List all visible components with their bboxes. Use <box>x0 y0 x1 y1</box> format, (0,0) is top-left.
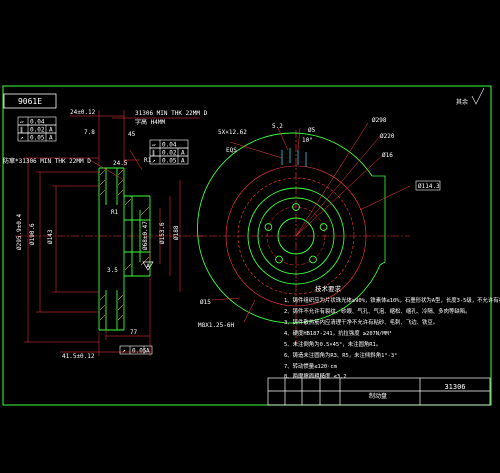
vent-marks <box>281 148 307 167</box>
gdt-frame-bottom <box>119 345 153 355</box>
hat-mid <box>257 197 335 275</box>
gdt-left-sym-2: ∥ <box>20 127 23 134</box>
hat-outer <box>247 187 345 285</box>
gdt-bottom-sym: ↗ <box>122 348 126 355</box>
front-view: 5X×12.62 EQS 5.2 Ø5 10° Ø298 Ø220 Ø16 Ø1… <box>195 87 485 345</box>
dim-diameter-5: Ø5 <box>308 127 316 134</box>
dim-diameter-190: Ø190.6 <box>29 223 36 245</box>
bolt-circle <box>266 206 326 266</box>
drawing-frame <box>2 85 492 406</box>
hub-bore <box>277 217 315 255</box>
gdt-mid-val-3: 0.05 <box>162 158 177 165</box>
gdt-frame-mid <box>149 139 189 165</box>
gdt-left-val-3: 0.05 <box>30 135 45 142</box>
dim-77: 77 <box>130 329 138 336</box>
dim-diameter-68: Ø68±0.47 <box>142 221 149 250</box>
tech-item-7: 7、转动惯量≤120·cm <box>284 362 337 370</box>
dim-10-deg: 10° <box>302 137 313 144</box>
dim-114-box: Ø114.3 <box>415 180 441 191</box>
title-block <box>267 377 491 406</box>
ring-190 <box>237 177 355 295</box>
gdt-left-ref-2: A <box>49 127 53 134</box>
part-number-label: 9061E <box>3 93 57 109</box>
gdt-bottom-val: 0.05 <box>132 348 147 355</box>
gdt-mid-sym-3: ↗ <box>152 158 156 165</box>
roughness-symbol <box>471 87 485 105</box>
dim-angle: 7.8 <box>84 129 95 136</box>
dim-bottom-width: 41.5±0.12 <box>62 353 95 360</box>
tech-item-4: 4、硬度HB187-241，抗拉强度 ≥207N/MM² <box>284 329 392 337</box>
datum-a-label: A <box>146 263 150 270</box>
tech-title: 技术要求 <box>315 284 342 293</box>
tech-item-8: 8、两摩擦面粗糙度 ≤3.2 <box>284 372 347 380</box>
min-thk-left: 防窜*31306 MIN THK 22MM D <box>3 157 91 165</box>
min-thk-top: 31306 MIN THK 22MM D <box>135 110 208 117</box>
gdt-mid-sym-1: ▱ <box>152 142 156 149</box>
ring-220 <box>225 165 367 307</box>
friction-ring-outline <box>98 167 151 331</box>
gdt-mid-val-2: 0.02 <box>162 150 177 157</box>
gdt-mid-ref-2: A <box>181 150 185 157</box>
disc-outer-arc <box>197 132 381 324</box>
section-dimension-lines <box>24 110 200 356</box>
dim-outer-diameter: Ø295.9±0.4 <box>16 213 23 250</box>
dim-r1-b: R1 <box>111 209 119 216</box>
dim-diameter-143: Ø143 <box>47 229 54 244</box>
dim-diameter-153: Ø153.6 <box>159 222 166 244</box>
tech-item-6: 6、铸造未注圆角为R3、R5，未注倾斜角1°-3° <box>284 351 397 359</box>
tech-requirements: 技术要求 1、铸件组织应为片状珠光体≥90%，铁素体≤10%，石墨形状为A型，长… <box>284 284 500 380</box>
section-view: A Ø295.9±0.4 Ø190.6 Ø143 Ø68±0.47 Ø153.6… <box>3 109 208 360</box>
title-block-name: 制动盘 <box>369 392 387 400</box>
dim-diameter-196: Ø16 <box>382 152 393 159</box>
gdt-left-val-1: 0.04 <box>30 119 45 126</box>
dim-diameter-220: Ø220 <box>380 133 395 140</box>
tech-item-3: 3、铸件散热筋内应清理干净不允许有粘砂、毛刺、飞边、铁豆。 <box>284 318 438 326</box>
front-leaders <box>211 122 411 323</box>
tech-item-5: 5、未注倒角为0.5×45°，未注圆角R1。 <box>284 340 381 348</box>
disc-cutaway <box>372 175 386 266</box>
part-number-box-text: 9061E <box>18 97 42 106</box>
min-thk-sub: 字高 H4MM <box>135 118 165 126</box>
section-hatch <box>99 169 150 321</box>
gdt-left-sym-3: ↗ <box>20 135 24 142</box>
gdt-frame-left <box>17 116 57 142</box>
dim-top-width: 24±0.12 <box>70 109 96 116</box>
dim-r1: R1 <box>144 157 152 164</box>
roughness-label: 其余 <box>456 98 468 106</box>
bolt-holes <box>264 203 328 264</box>
dim-24-5: 24.5 <box>113 160 128 167</box>
gdt-left-ref-3: A <box>49 135 53 142</box>
dim-diameter-298: Ø298 <box>372 117 387 124</box>
datum-a-symbol: A <box>142 261 154 271</box>
gdt-mid-sym-2: ∥ <box>152 150 155 157</box>
title-block-part: 31306 <box>444 383 465 391</box>
dim-diameter-114: Ø114.3 <box>418 183 440 190</box>
gdt-left-val-2: 0.02 <box>30 127 45 134</box>
dim-thread: M8X1.25-6H <box>198 322 235 329</box>
dim-5x-holes: 5X×12.62 <box>218 129 247 136</box>
gdt-mid-ref-3: A <box>181 158 185 165</box>
dim-3-5: 3.5 <box>107 267 118 274</box>
dim-diameter-15: Ø15 <box>200 299 211 306</box>
dim-45: 45 <box>128 131 136 138</box>
dim-diameter-188: Ø188 <box>173 225 180 240</box>
dim-eqs: EQS <box>226 147 237 154</box>
gdt-left-sym-1: ▱ <box>20 119 24 126</box>
tech-item-1: 1、铸件组织应为片状珠光体≥90%，铁素体≤10%，石墨形状为A型，长度3-5级… <box>284 296 500 304</box>
gdt-bottom-ref: A <box>146 348 150 355</box>
tech-item-2: 2、铸件不允许有裂纹、砂眼、气孔、气泡、缩松、缩孔、冷隔、多肉等缺陷。 <box>284 307 471 315</box>
gdt-mid-val-1: 0.04 <box>162 142 177 149</box>
dim-5-2: 5.2 <box>272 123 283 130</box>
